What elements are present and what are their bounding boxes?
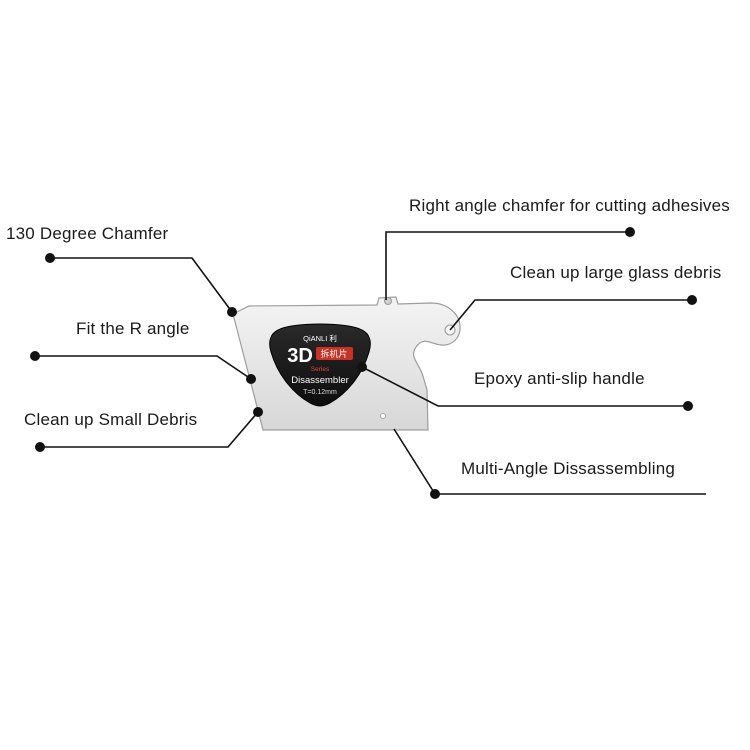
product-badge: 拆机片 xyxy=(320,348,347,359)
product-label-pick xyxy=(269,323,371,407)
callout-line-130-degree-chamfer xyxy=(50,257,233,313)
callout-label-epoxy-handle: Epoxy anti-slip handle xyxy=(474,369,645,388)
callout-dot xyxy=(227,307,237,317)
callout-label-fit-r-angle: Fit the R angle xyxy=(76,319,190,338)
callout-dot xyxy=(625,227,635,237)
callout-dot xyxy=(430,489,440,499)
callout-dot xyxy=(35,442,45,452)
product-name: Disassembler xyxy=(291,375,349,386)
callout-dot xyxy=(45,253,55,263)
callout-lines xyxy=(35,231,706,495)
callout-line-large-glass-debris xyxy=(449,299,692,331)
callout-label-right-angle-chamfer: Right angle chamfer for cutting adhesive… xyxy=(409,196,730,215)
product-spec: T=0.12mm xyxy=(303,389,337,396)
callout-dot xyxy=(253,407,263,417)
product-series: Series xyxy=(311,366,330,373)
tool-small-hole xyxy=(380,413,386,419)
callout-line-small-debris xyxy=(40,411,259,448)
callout-dot xyxy=(246,374,256,384)
callout-dots xyxy=(30,227,697,499)
product-badge-bg xyxy=(316,347,353,360)
product-brand: QiANLI 利 xyxy=(303,333,337,343)
product-label-text: QiANLI 利 3D 拆机片 Series Disassembler T=0.… xyxy=(287,333,353,396)
callout-label-multi-angle: Multi-Angle Dissassembling xyxy=(461,459,675,478)
product-model: 3D xyxy=(287,345,313,367)
callout-line-fit-r-angle xyxy=(35,355,252,380)
callout-dot xyxy=(30,351,40,361)
callout-line-right-angle-chamfer xyxy=(385,231,630,300)
callout-dot xyxy=(357,362,367,372)
callout-label-large-glass-debris: Clean up large glass debris xyxy=(510,263,722,282)
callout-dot xyxy=(683,401,693,411)
callout-line-epoxy-handle xyxy=(361,366,688,407)
callout-dot xyxy=(687,295,697,305)
callout-label-130-degree-chamfer: 130 Degree Chamfer xyxy=(6,224,169,243)
callout-label-small-debris: Clean up Small Debris xyxy=(24,410,198,429)
